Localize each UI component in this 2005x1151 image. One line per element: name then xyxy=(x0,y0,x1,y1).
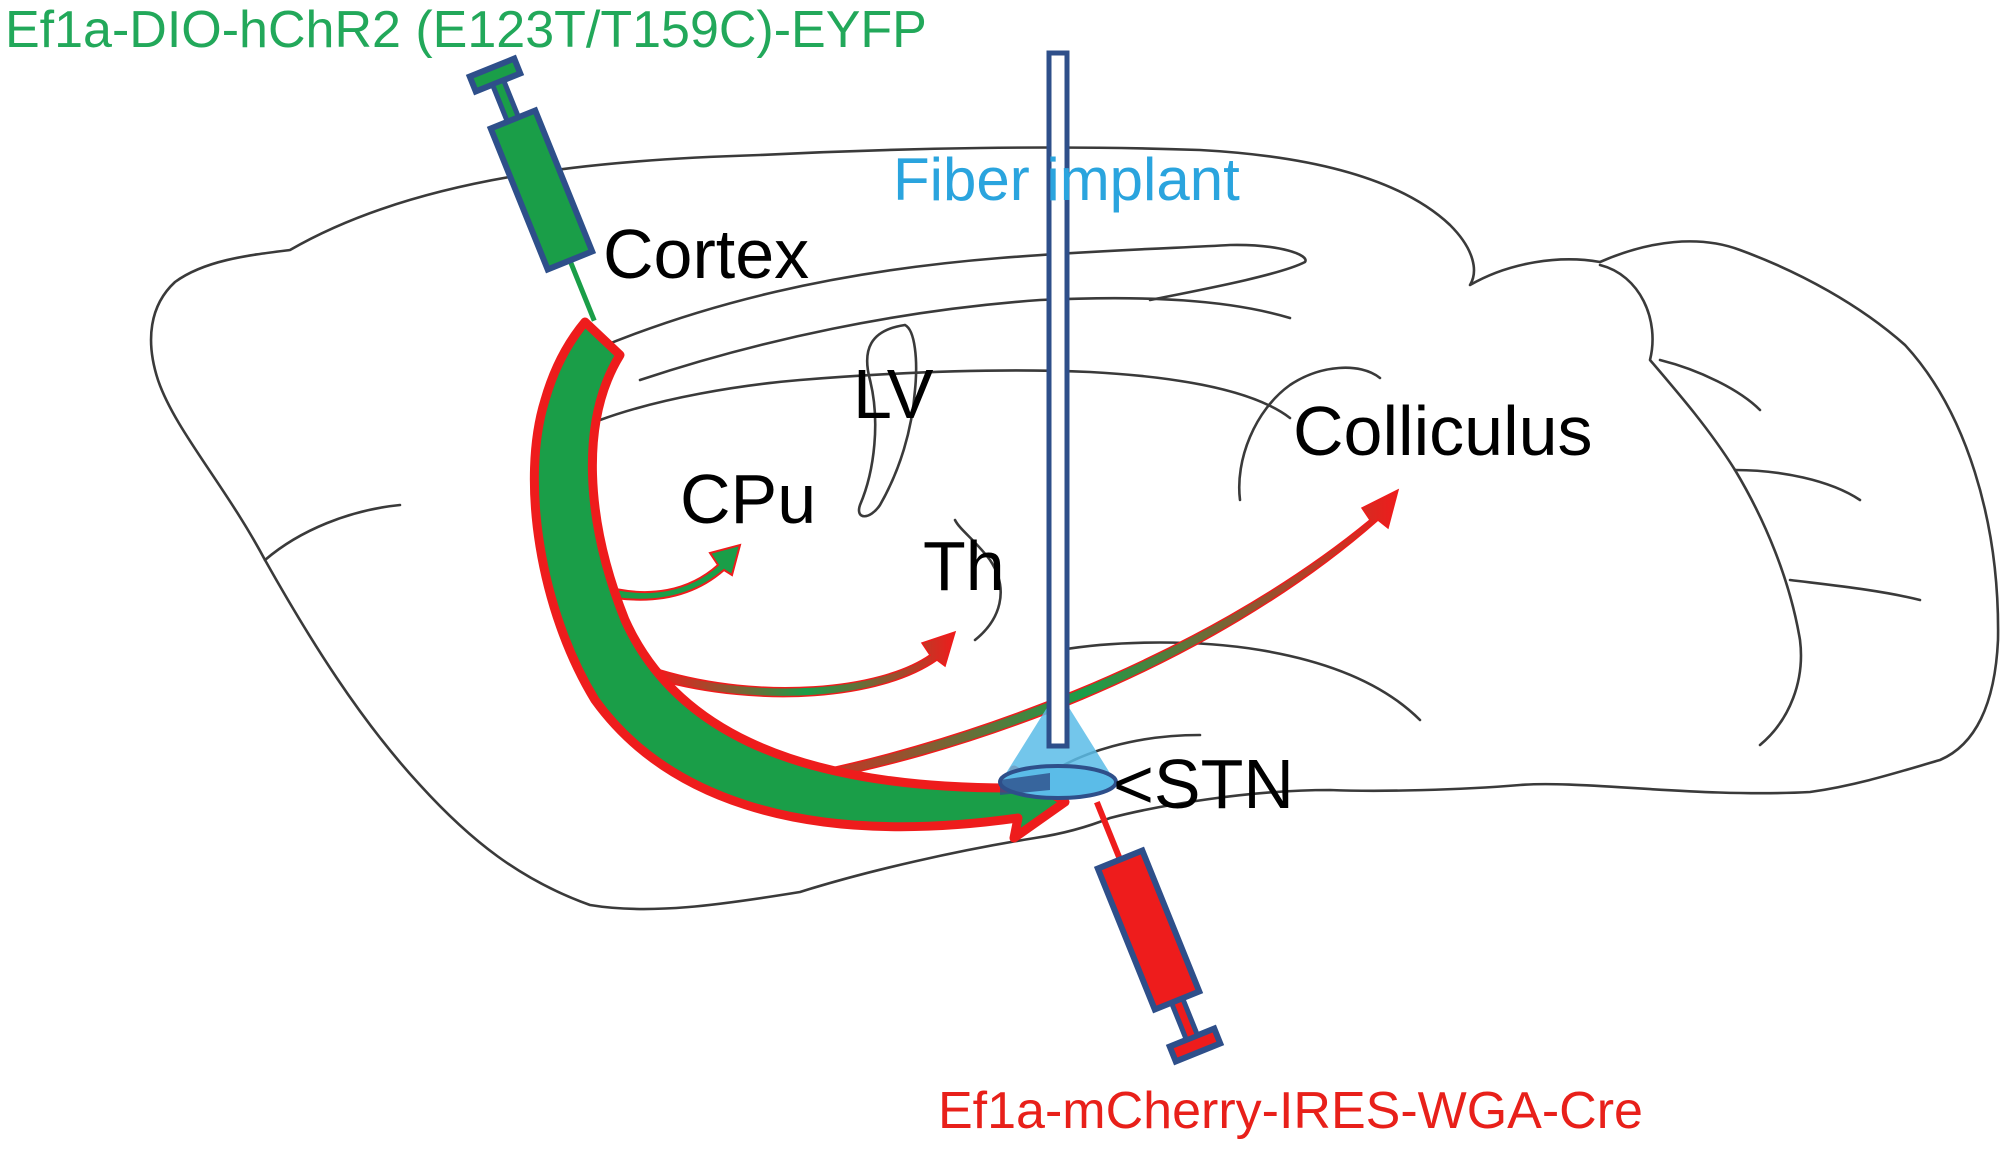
cerebellum-fold-3 xyxy=(1788,578,1922,602)
optical-fiber-icon xyxy=(1046,50,1070,749)
corpus-callosum-inner xyxy=(598,369,1292,422)
lateral-ventricle xyxy=(857,323,918,518)
fiber-implant-label: Fiber implant xyxy=(893,146,1240,213)
stn-label: <STN xyxy=(1113,745,1294,823)
hippocampus-curve xyxy=(558,243,1307,367)
green-syringe xyxy=(465,54,597,322)
red-syringe xyxy=(1093,800,1225,1066)
red-vector-label: Ef1a-mCherry-IRES-WGA-Cre xyxy=(938,1082,1643,1140)
stn-shadow xyxy=(1000,773,1050,795)
cerebellum-fold-1 xyxy=(1658,358,1762,412)
labels: Ef1a-DIO-hChR2 (E123T/T159C)-EYFP Ef1a-m… xyxy=(5,1,1643,1140)
cerebellum-fold-2 xyxy=(1733,468,1862,502)
th-label: Th xyxy=(923,527,1005,605)
thalamus-contour xyxy=(953,518,1002,642)
red-plunger-rod xyxy=(1168,994,1201,1044)
brain-outer-contour xyxy=(149,146,2000,911)
fiber-shaft xyxy=(1046,50,1070,749)
lv-label: LV xyxy=(853,355,934,433)
brainstem-contour xyxy=(1058,641,1422,722)
arrow-to-cpu xyxy=(596,543,742,601)
arrow-cortex-to-stn xyxy=(529,317,1070,843)
arrow-to-th xyxy=(657,630,957,698)
colliculus-contour xyxy=(1237,366,1382,502)
green-plunger-rod xyxy=(489,76,522,126)
cerebellum-contour xyxy=(1598,263,1803,747)
cortex-label: Cortex xyxy=(603,215,809,293)
green-barrel xyxy=(486,106,597,274)
projection-arrows xyxy=(529,317,1400,843)
green-vector-label: Ef1a-DIO-hChR2 (E123T/T159C)-EYFP xyxy=(5,1,927,59)
red-barrel xyxy=(1093,846,1204,1014)
arrow-to-colliculus xyxy=(769,488,1400,789)
olfactory-seam xyxy=(263,503,402,562)
corpus-callosum xyxy=(638,296,1292,382)
cpu-label: CPu xyxy=(680,460,816,538)
colliculus-label: Colliculus xyxy=(1293,392,1593,470)
